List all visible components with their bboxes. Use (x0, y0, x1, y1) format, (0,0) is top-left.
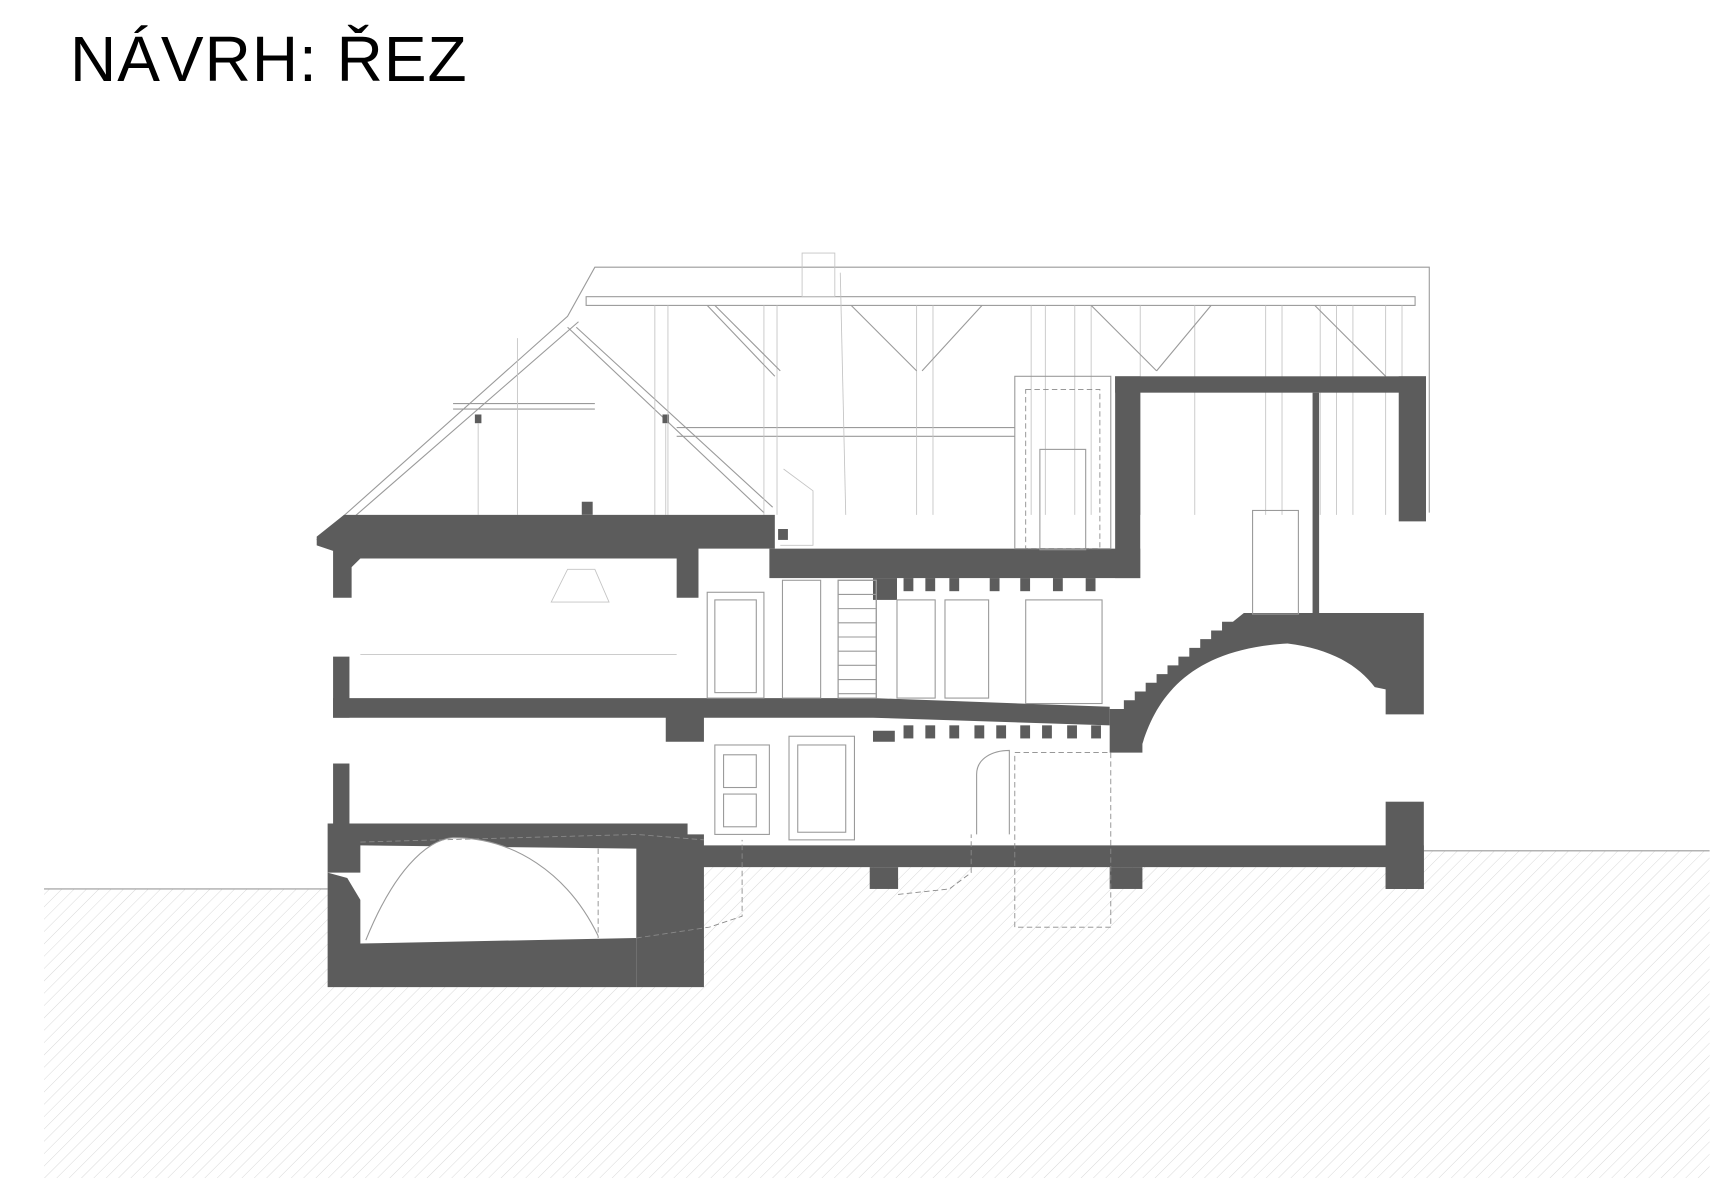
roof-truss (316, 252, 1430, 546)
section-walls (316, 376, 1427, 988)
drawing-title: NÁVRH: ŘEZ (70, 23, 468, 95)
ground-hatch (44, 850, 1710, 1178)
interior-details (360, 375, 1299, 939)
